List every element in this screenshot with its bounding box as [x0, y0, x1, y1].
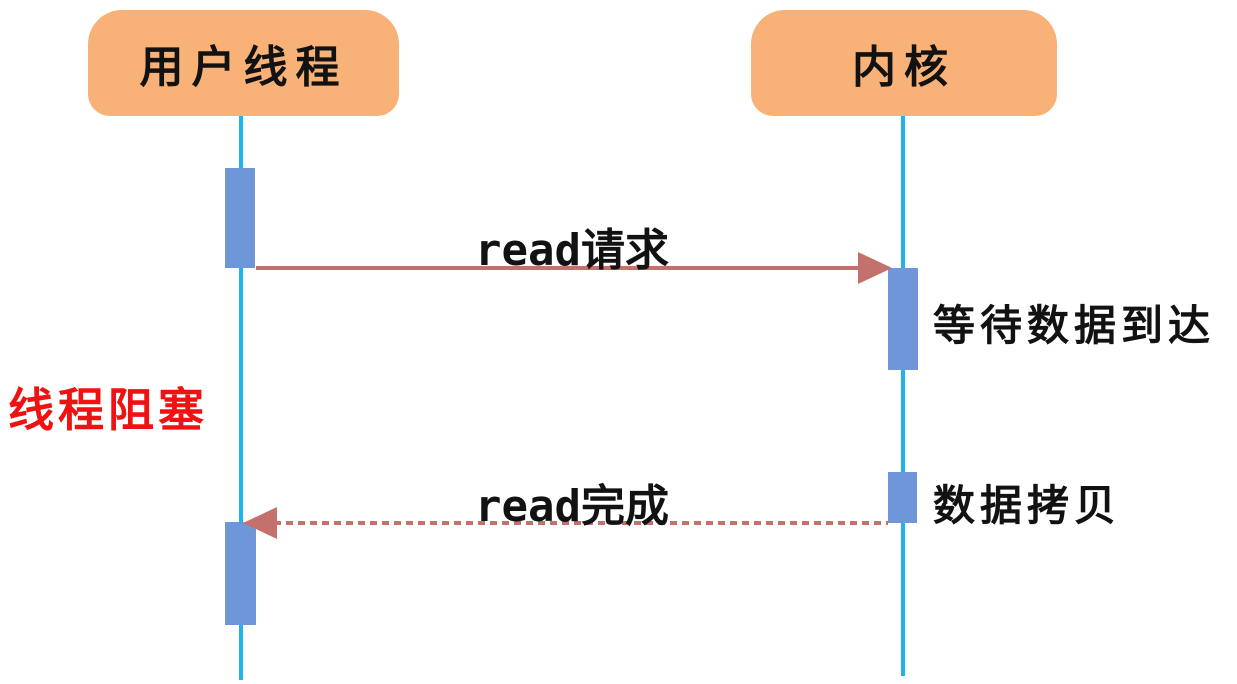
- message-label-read-complete: read完成: [475, 481, 669, 532]
- actor-label-kernel: 内核: [852, 43, 956, 92]
- actor-label-user-thread: 用户线程: [139, 43, 348, 92]
- arrow-line-read-complete: [274, 521, 888, 525]
- activation-user-thread-resume: [225, 522, 256, 625]
- actor-box-kernel: 内核: [751, 10, 1057, 116]
- activation-kernel-data-copy: [888, 472, 917, 523]
- annotation-thread-blocked: 线程阻塞: [8, 384, 208, 436]
- activation-user-thread-request: [225, 168, 255, 268]
- annotation-wait-data: 等待数据到达: [933, 302, 1216, 349]
- lifeline-kernel: [901, 116, 905, 676]
- actor-box-user-thread: 用户线程: [88, 10, 399, 116]
- annotation-data-copy: 数据拷贝: [933, 482, 1122, 529]
- message-label-read-request: read请求: [475, 225, 669, 276]
- activation-kernel-wait-data: [888, 268, 918, 370]
- lifeline-user-thread: [239, 116, 243, 680]
- arrowhead-read-complete: [243, 507, 277, 539]
- arrow-line-read-request: [256, 266, 862, 270]
- arrowhead-read-request: [858, 252, 892, 284]
